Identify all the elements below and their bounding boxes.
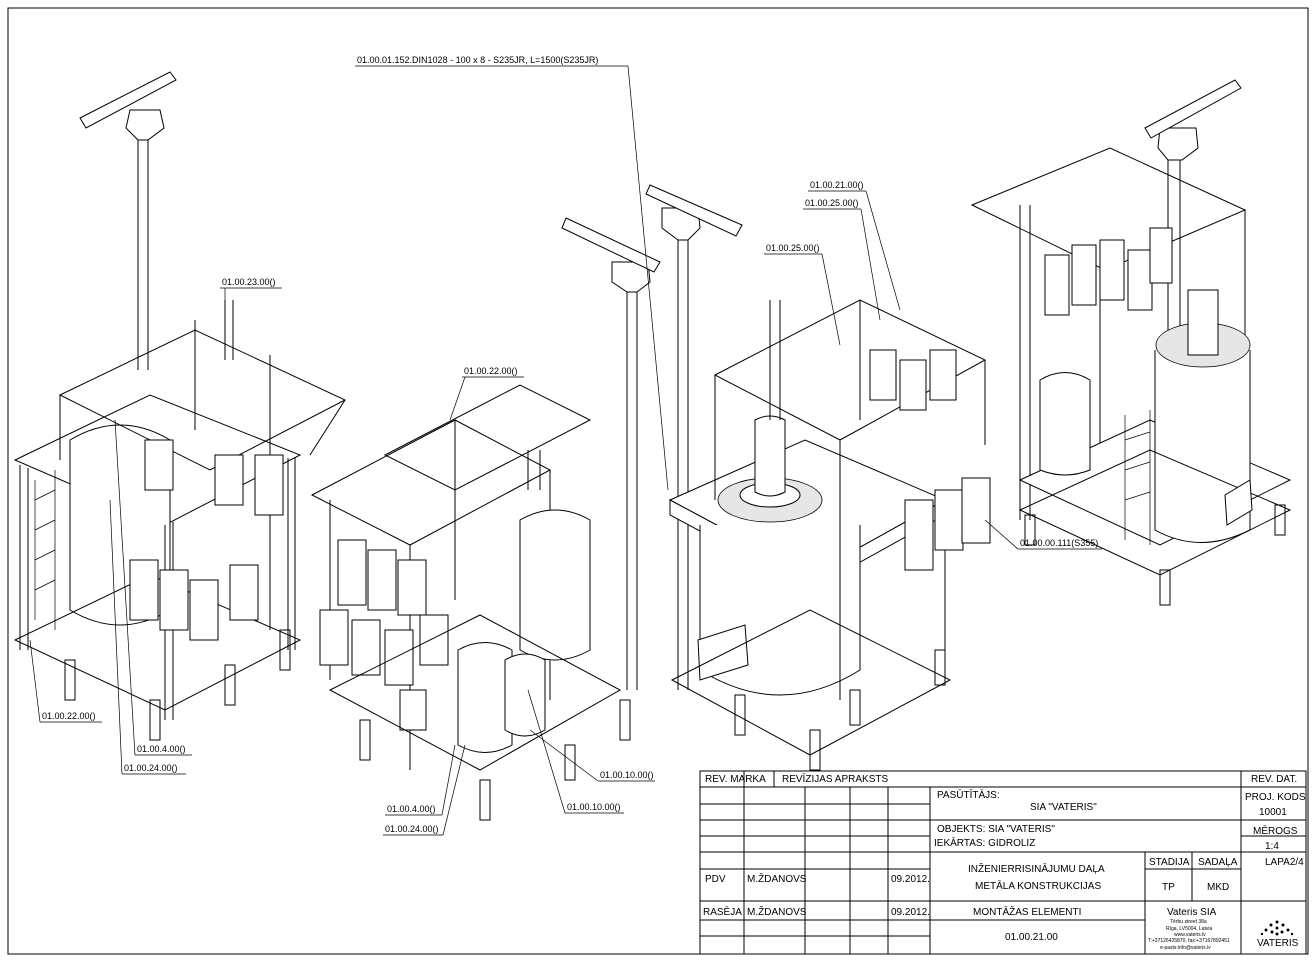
lapa-value: LAPA2/4 [1265, 857, 1304, 868]
stadija-value: TP [1162, 882, 1175, 893]
callout-25-a: 01.00.25.00() [805, 198, 859, 208]
sheet-border [7, 7, 1309, 955]
pasutitajs-label: PASŪTĪTĀJS: [937, 789, 1000, 801]
proj-kods-value: 10001 [1259, 807, 1287, 818]
company-address-2: Rīga, LV5004, Latvia [1166, 926, 1213, 932]
company-email: e-pasts:info@vateris.lv [1160, 945, 1211, 951]
raseja-role: RASĒJA [703, 906, 742, 918]
callout-24-mid: 01.00.24.00() [385, 824, 439, 834]
raseja-date: 09.2012. [891, 907, 930, 918]
section-line-2: METĀLA KONSTRUKCIJAS [975, 880, 1101, 892]
callout-21: 01.00.21.00() [810, 180, 864, 190]
callout-10-b: 01.00.10.00() [567, 802, 621, 812]
brush-cylinders-3 [869, 349, 991, 571]
proj-kods-label: PROJ. KODS [1245, 792, 1306, 803]
vateris-logo-text: VATERIS [1257, 938, 1299, 949]
callout-23: 01.00.23.00() [222, 277, 276, 287]
stadija-label: STADIJA [1149, 857, 1190, 868]
callout-4-left: 01.00.4.00() [137, 744, 186, 754]
rev-dat-header: REV. DAT. [1251, 774, 1297, 785]
assembly-view-2 [310, 217, 661, 821]
drawing-title: MONTĀŽAS ELEMENTI [973, 905, 1081, 918]
rev-apraksts-header: REVĪZIJAS APRAKSTS [782, 773, 888, 785]
sadala-value: MKD [1207, 882, 1229, 893]
vateris-logo-icon [1260, 920, 1294, 936]
company-phone: T:+37126425870, fax:+37167892451 [1148, 938, 1230, 944]
callout-10-a: 01.00.10.00() [600, 770, 654, 780]
title-block: REV. MARKA REVĪZIJAS APRAKSTS REV. DAT. … [699, 770, 1307, 955]
callout-labels: 01.00.01.152.DIN1028 - 100 x 8 - S235JR,… [42, 55, 1098, 834]
company-address-1: Tērbu street 38a [1170, 919, 1207, 925]
brush-cylinders-4 [1044, 227, 1173, 316]
sadala-label: SADAĻA [1198, 857, 1238, 868]
callout-beam-spec: 01.00.01.152.DIN1028 - 100 x 8 - S235JR,… [357, 55, 598, 65]
callout-24-left: 01.00.24.00() [124, 763, 178, 773]
company-web: www.vateris.lv [1174, 932, 1206, 938]
objekts-line: OBJEKTS: SIA "VATERIS" [937, 824, 1055, 835]
callout-111: 01.00.00.111(S355) [1020, 538, 1098, 548]
assembly-view-1 [13, 71, 347, 741]
brush-cylinders-1 [129, 439, 284, 641]
merogs-label: MĒROGS [1253, 825, 1298, 837]
pasutitajs-value: SIA "VATERIS" [1030, 802, 1097, 813]
pdv-name: M.ŽDANOVS [747, 872, 807, 885]
raseja-name: M.ŽDANOVS [747, 905, 807, 918]
callout-leaders [29, 65, 1102, 836]
iekartas-line: IEKĀRTAS: GIDROLIZ [934, 837, 1035, 849]
callout-22-top: 01.00.22.00() [464, 366, 518, 376]
pdv-role: PDV [705, 874, 726, 885]
company-name: Vateris SIA [1167, 907, 1217, 918]
rev-marka-header: REV. MARKA [705, 774, 766, 785]
merogs-value: 1:4 [1265, 841, 1279, 852]
assembly-view-3 [645, 184, 991, 771]
section-line-1: INŽENIERRISINĀJUMU DAĻA [968, 862, 1105, 875]
pdv-date: 09.2012. [891, 874, 930, 885]
callout-4-mid: 01.00.4.00() [387, 804, 436, 814]
callout-25-b: 01.00.25.00() [766, 243, 820, 253]
drawing-number: 01.00.21.00 [1005, 932, 1058, 943]
brush-cylinders-2 [319, 539, 449, 731]
assembly-view-4 [970, 79, 1292, 606]
callout-22-left: 01.00.22.00() [42, 711, 96, 721]
